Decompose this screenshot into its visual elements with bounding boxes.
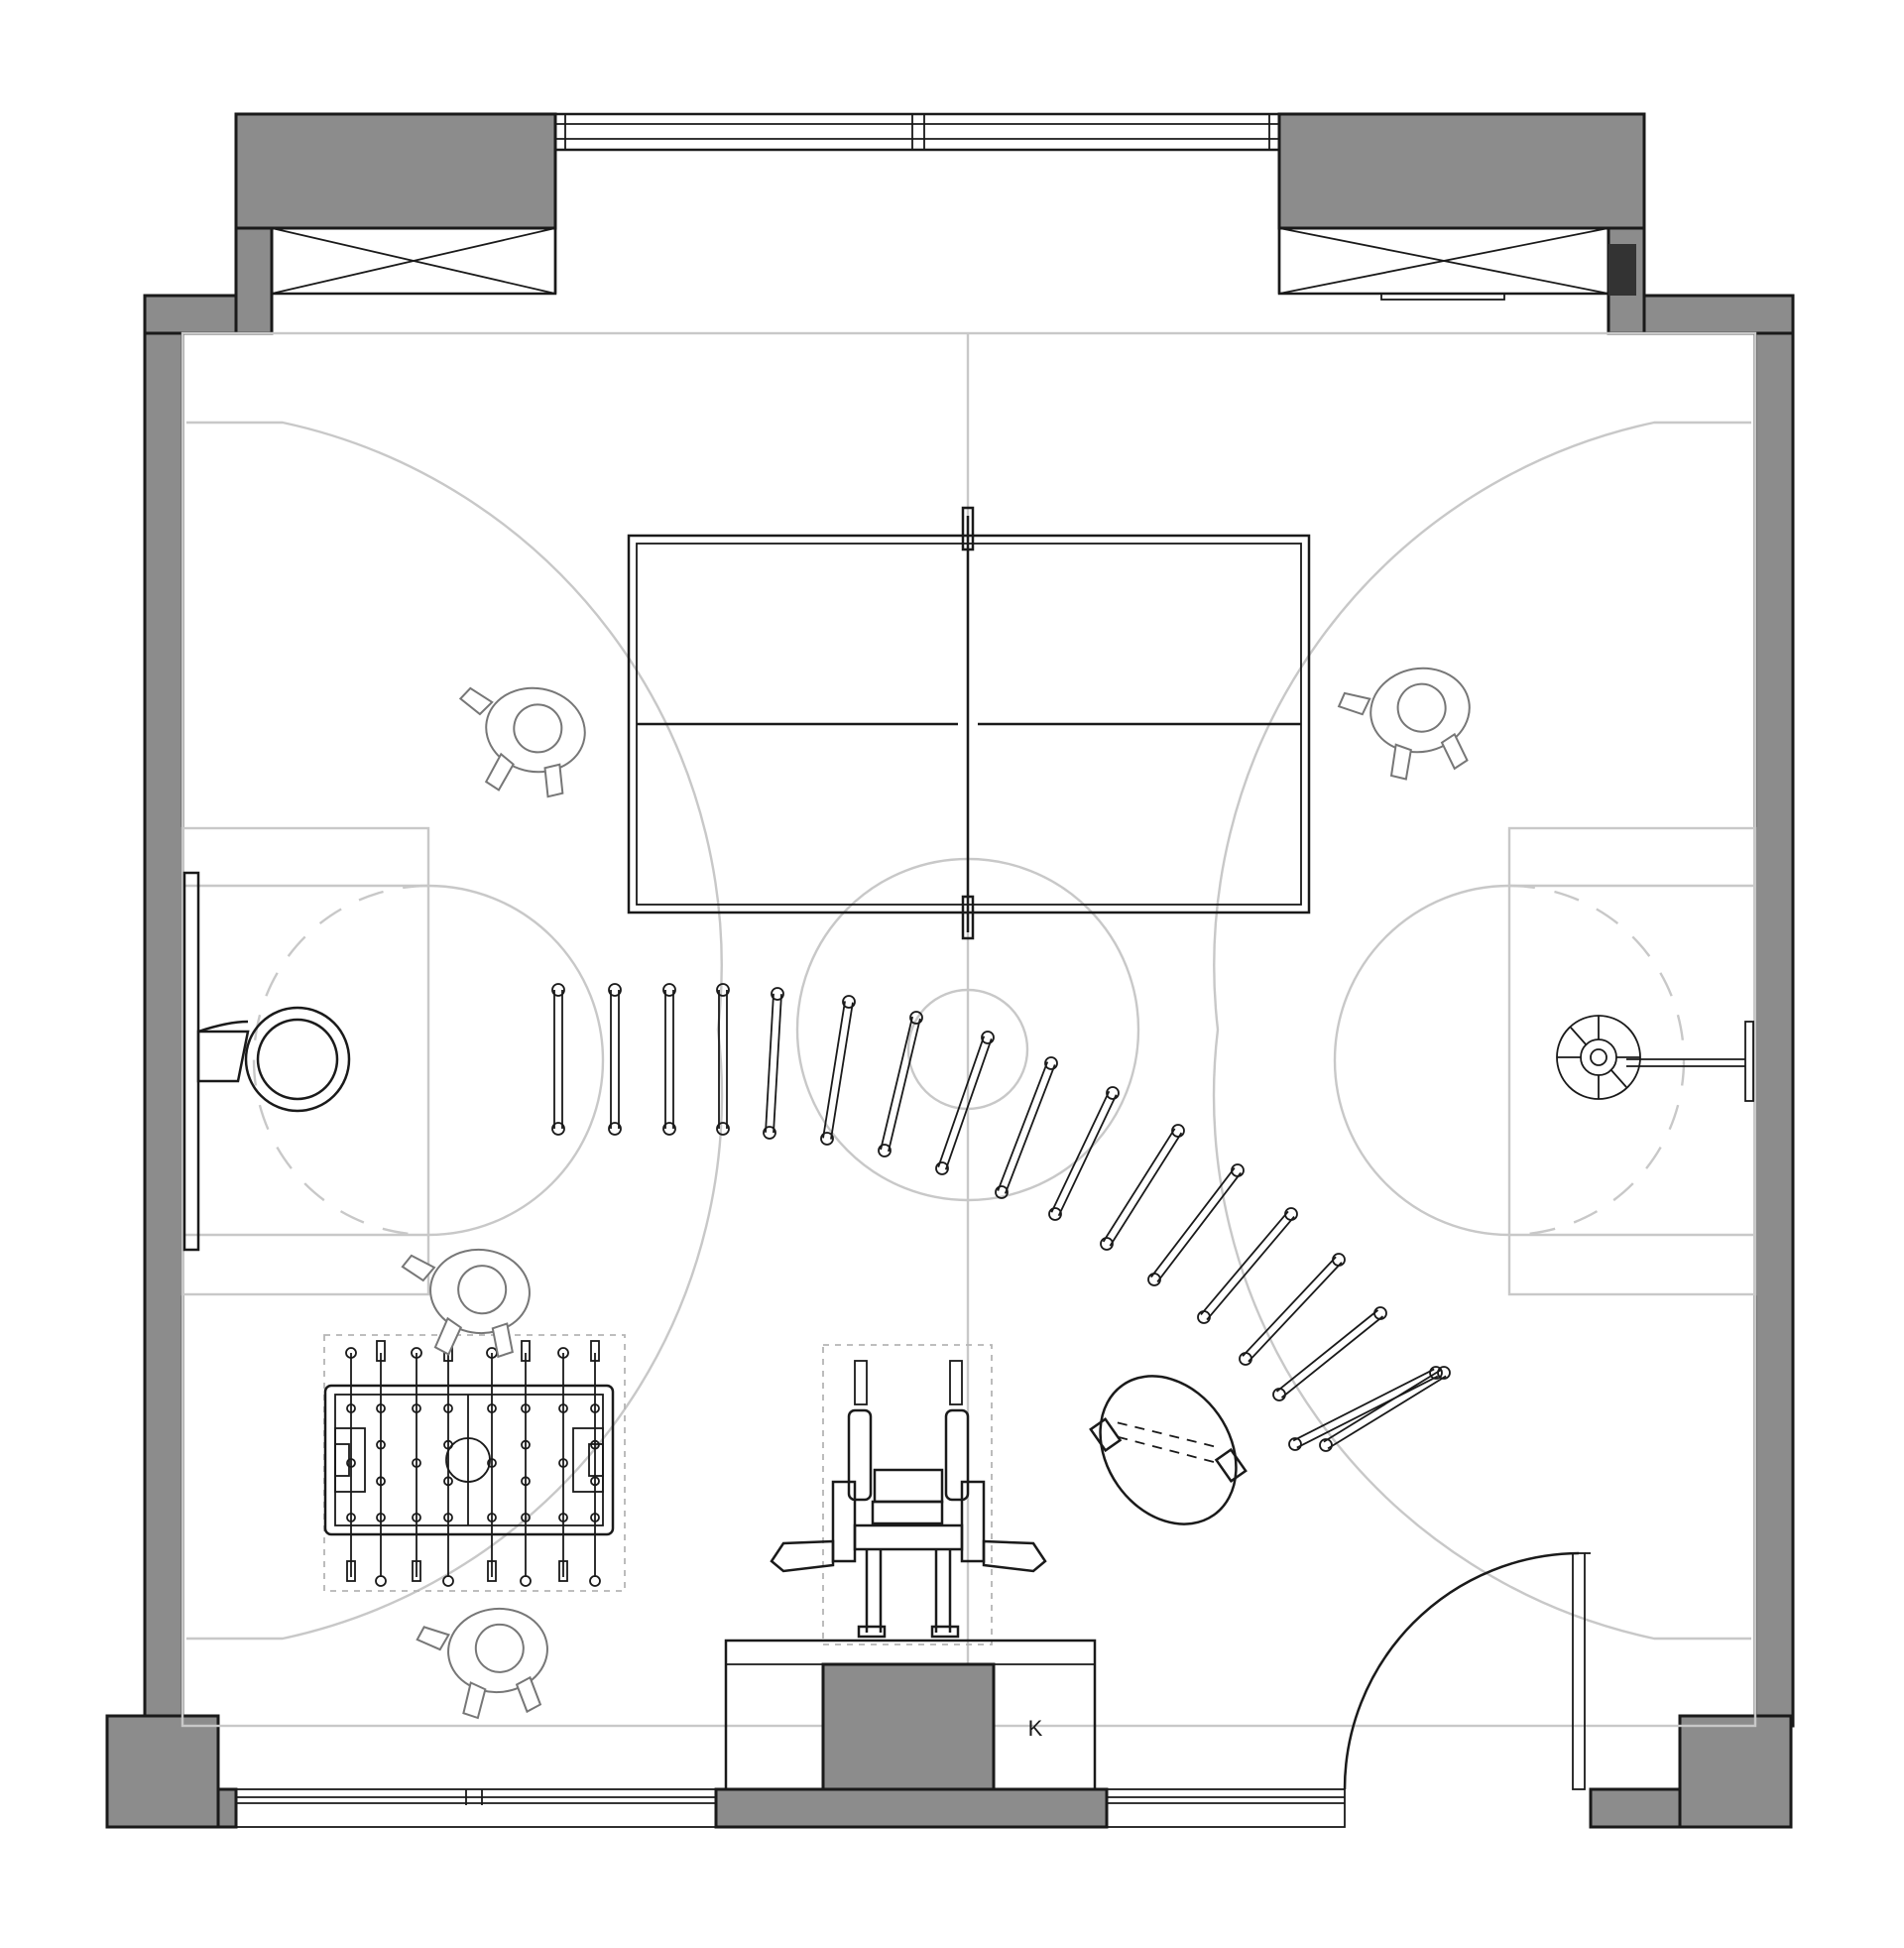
bottom-windows <box>235 1788 1346 1828</box>
foosball-rod[interactable] <box>345 1347 357 1582</box>
monkey-bar <box>551 983 565 1136</box>
monkey-bar <box>935 1031 995 1175</box>
door-leaf[interactable] <box>1572 1552 1586 1790</box>
monkey-bar <box>1197 1207 1298 1324</box>
monkey-bar <box>820 995 856 1146</box>
foosball-table <box>323 1334 626 1592</box>
hoop-rim <box>244 1006 351 1113</box>
foosball-rod[interactable] <box>411 1347 422 1582</box>
monkey-bar <box>1239 1253 1346 1366</box>
top-left-cabinet <box>270 226 557 296</box>
top-right-block <box>1277 112 1646 230</box>
monkey-bar <box>1319 1366 1451 1452</box>
monkey-bar <box>878 1011 923 1157</box>
backboard <box>182 871 200 1252</box>
storage-label: K <box>1028 1716 1043 1741</box>
person-icon <box>458 686 586 798</box>
top-window-frame <box>553 112 1281 152</box>
punching-bag <box>1089 1375 1248 1525</box>
top-window-bay <box>270 112 1636 334</box>
foosball-rod[interactable] <box>486 1347 498 1582</box>
basketball-hoop <box>182 871 351 1252</box>
monkey-bar <box>1147 1163 1245 1286</box>
entry-door[interactable] <box>1343 1551 1591 1790</box>
right-wall <box>1753 294 1795 1728</box>
left-wall <box>143 294 184 1728</box>
bottom-right-column <box>1678 1714 1793 1829</box>
people <box>401 667 1471 1720</box>
storage-cabinet: K <box>724 1639 1097 1791</box>
monkey-bar <box>1100 1124 1185 1251</box>
monkey-bar <box>1272 1306 1387 1401</box>
person-icon <box>416 1607 548 1720</box>
bottom-left-stub <box>216 1787 238 1829</box>
foosball-rod[interactable] <box>557 1347 569 1582</box>
ping-pong-table <box>627 506 1311 940</box>
weight-machine <box>770 1344 1047 1645</box>
person-icon <box>401 1248 531 1359</box>
top-left-block <box>234 112 557 230</box>
person-icon <box>1337 667 1471 781</box>
monkey-bar <box>662 983 676 1136</box>
bottom-right-stub <box>1589 1787 1682 1829</box>
monkey-bar <box>1048 1086 1120 1221</box>
bottom-center-wall <box>714 1787 1109 1829</box>
monkey-bar <box>995 1056 1058 1199</box>
monkey-bars <box>551 983 1451 1452</box>
foosball-rod[interactable] <box>442 1340 454 1587</box>
monkey-bar <box>608 983 622 1136</box>
monkey-bar <box>1288 1366 1443 1451</box>
foosball-rod[interactable] <box>589 1340 601 1587</box>
bottom-left-column <box>105 1714 220 1829</box>
walls <box>105 112 1795 1829</box>
tetherball <box>1556 1015 1754 1102</box>
foosball-rod[interactable] <box>520 1340 532 1587</box>
monkey-bar <box>716 983 730 1136</box>
monkey-bar <box>763 987 784 1140</box>
foosball-rod[interactable] <box>375 1340 387 1587</box>
